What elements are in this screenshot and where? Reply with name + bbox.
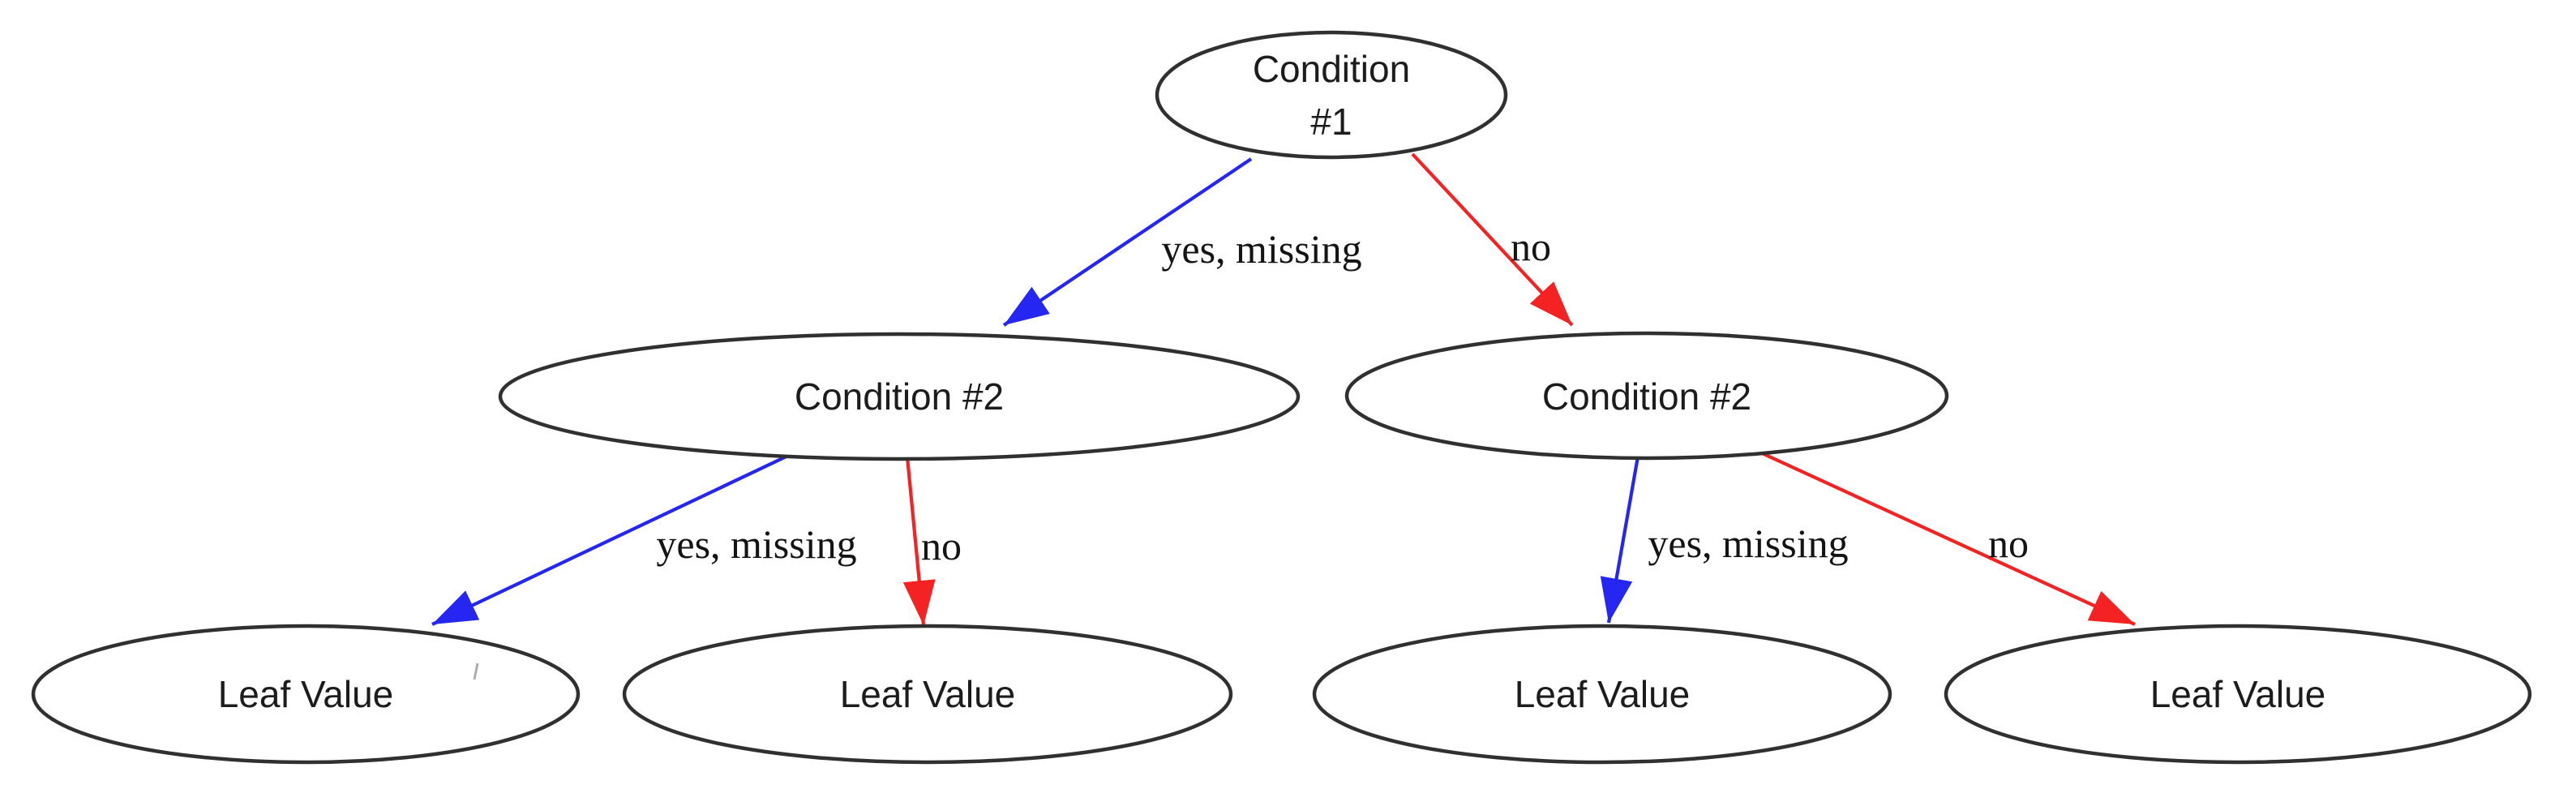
edges-layer bbox=[431, 152, 2136, 626]
node-leaf-1 bbox=[31, 624, 581, 765]
edge-root-no bbox=[1411, 152, 1574, 327]
edge-right-yes bbox=[1600, 456, 1640, 624]
edge-root-yes bbox=[1002, 157, 1253, 327]
node-condition-2-right bbox=[1344, 331, 1949, 461]
edge-label-root-yes: yes, missing bbox=[1161, 226, 1361, 272]
leaf-3-label: Leaf Value bbox=[1515, 673, 1691, 715]
condition-2-right-label: Condition #2 bbox=[1542, 375, 1751, 418]
node-labels-layer: Condition #1 Condition #2 Condition #2 L… bbox=[218, 48, 2326, 715]
node-leaf-2 bbox=[622, 624, 1233, 765]
root-label-line2: #1 bbox=[1310, 101, 1352, 143]
node-leaf-3 bbox=[1312, 624, 1892, 765]
edge-label-left-yes: yes, missing bbox=[656, 521, 856, 567]
edge-right-no bbox=[1759, 451, 2136, 626]
edge-label-left-no: no bbox=[921, 523, 962, 568]
leaf-4-label: Leaf Value bbox=[2150, 673, 2326, 715]
edge-left-no bbox=[902, 457, 936, 626]
edge-labels-layer: yes, missing no yes, missing no yes, mis… bbox=[656, 224, 2029, 568]
scan-artifact-mark bbox=[473, 663, 479, 680]
edge-left-yes bbox=[431, 452, 792, 626]
node-root-condition-1 bbox=[1155, 30, 1508, 160]
edge-label-right-no: no bbox=[1988, 521, 2029, 566]
node-leaf-4 bbox=[1944, 624, 2532, 765]
edge-label-root-no: no bbox=[1511, 224, 1551, 269]
root-label-line1: Condition bbox=[1253, 48, 1410, 90]
nodes-layer bbox=[31, 30, 2532, 765]
node-condition-2-left bbox=[498, 332, 1301, 461]
condition-2-left-label: Condition #2 bbox=[795, 375, 1004, 418]
edge-label-right-yes: yes, missing bbox=[1648, 521, 1848, 566]
leaf-1-label: Leaf Value bbox=[218, 673, 394, 715]
leaf-2-label: Leaf Value bbox=[840, 673, 1016, 715]
